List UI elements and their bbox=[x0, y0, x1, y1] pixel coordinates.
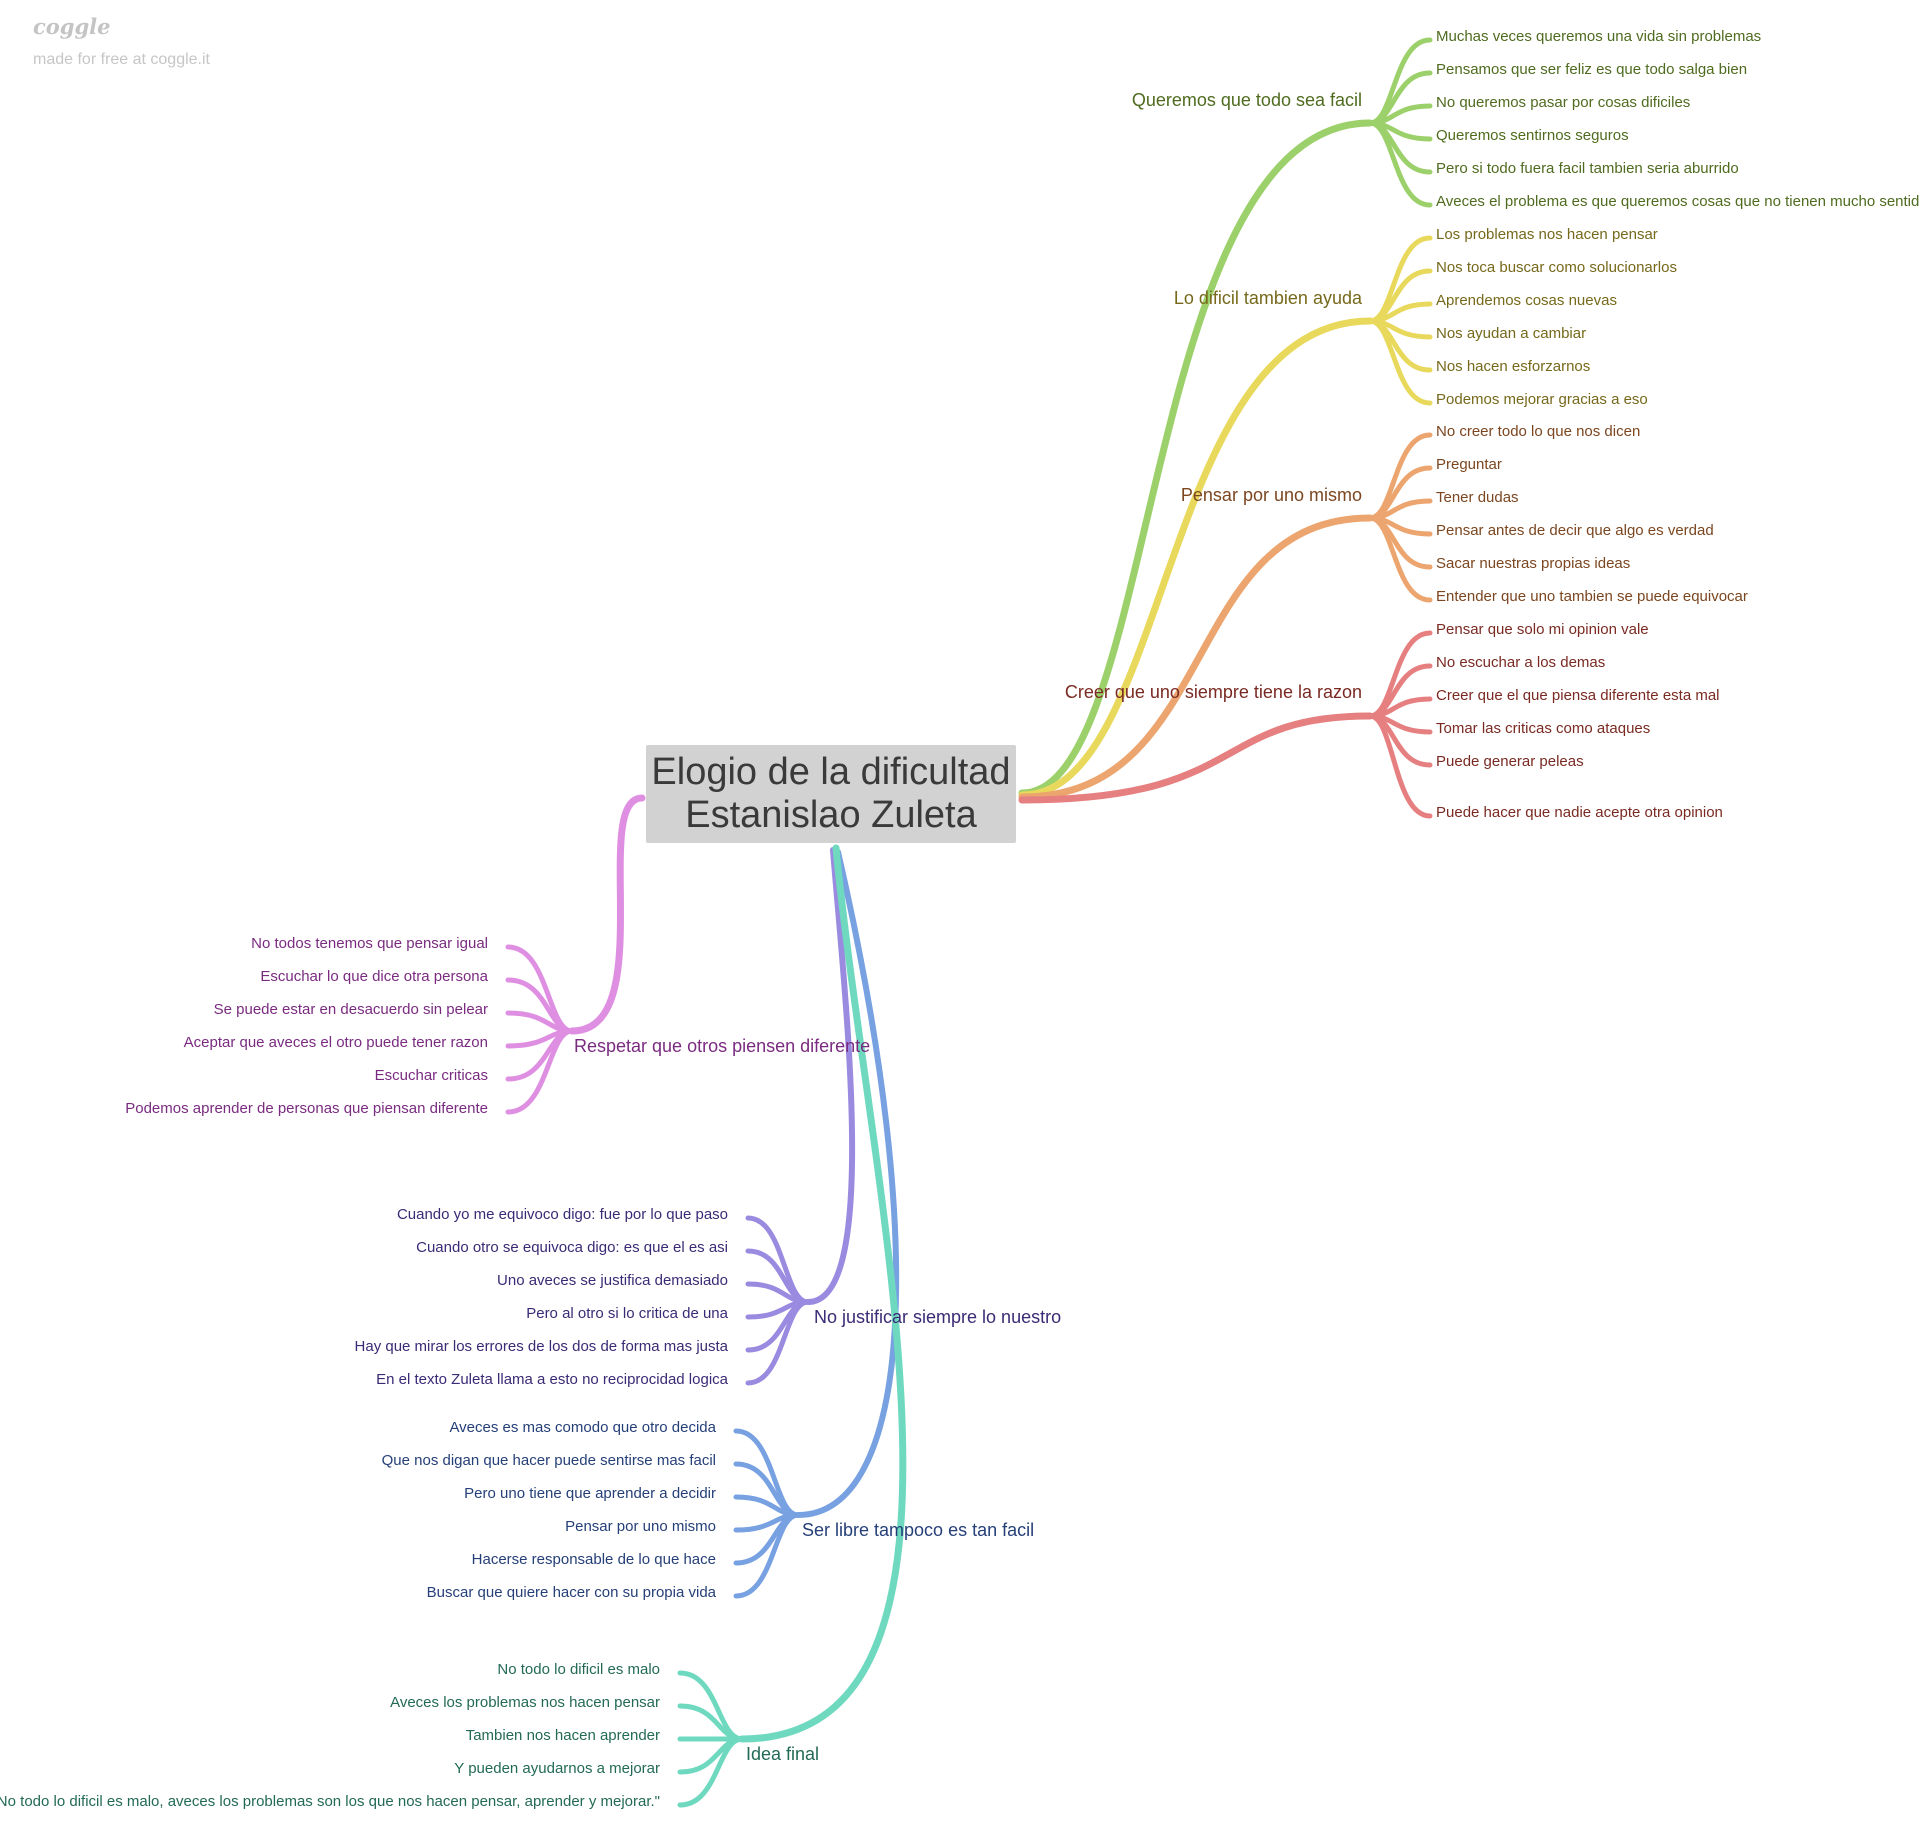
root-node[interactable]: Elogio de la dificultad Estanislao Zulet… bbox=[646, 745, 1016, 843]
leaf-connector-2-6 bbox=[1367, 318, 1433, 406]
leaf-node[interactable]: Tomar las criticas como ataques bbox=[1436, 720, 1651, 737]
branch-node[interactable]: Pensar por uno mismo bbox=[1180, 485, 1362, 505]
coggle-tagline[interactable]: made for free at coggle.it bbox=[33, 51, 210, 68]
leaf-node[interactable]: Puede hacer que nadie acepte otra opinio… bbox=[1436, 804, 1723, 821]
leaf-node[interactable]: No todo lo dificil es malo bbox=[497, 1661, 660, 1678]
leaf-node[interactable]: Nos ayudan a cambiar bbox=[1436, 325, 1587, 342]
leaf-node[interactable]: Queremos sentirnos seguros bbox=[1436, 127, 1629, 144]
leaf-node[interactable]: Preguntar bbox=[1436, 456, 1502, 473]
leaf-node[interactable]: No creer todo lo que nos dicen bbox=[1436, 423, 1641, 440]
leaf-node[interactable]: Se puede estar en desacuerdo sin pelear bbox=[213, 1001, 488, 1018]
leaf-node[interactable]: Que nos digan que hacer puede sentirse m… bbox=[381, 1452, 716, 1469]
branch-connector-3 bbox=[1018, 514, 1374, 801]
root-title-line-1: Elogio de la dificultad bbox=[651, 751, 1011, 793]
leaf-node[interactable]: Pero uno tiene que aprender a decidir bbox=[464, 1485, 716, 1502]
leaf-connector-6-3 bbox=[745, 1281, 811, 1305]
leaf-node[interactable]: Aprendemos cosas nuevas bbox=[1436, 292, 1617, 309]
branch-connector-4 bbox=[1018, 712, 1374, 804]
leaf-node[interactable]: Sacar nuestras propias ideas bbox=[1436, 555, 1631, 572]
leaf-node[interactable]: Pensar por uno mismo bbox=[565, 1518, 716, 1535]
branch-node[interactable]: Respetar que otros piensen diferente bbox=[574, 1036, 871, 1056]
leaf-connector-7-6 bbox=[733, 1512, 801, 1599]
leaf-node[interactable]: No escuchar a los demas bbox=[1436, 654, 1606, 671]
leaf-node[interactable]: Puede generar peleas bbox=[1436, 753, 1584, 770]
leaf-node[interactable]: Nos hacen esforzarnos bbox=[1436, 358, 1591, 375]
leaf-node[interactable]: Cuando otro se equivoca digo: es que el … bbox=[416, 1239, 728, 1256]
leaf-node[interactable]: Podemos aprender de personas que piensan… bbox=[125, 1100, 488, 1117]
branch-node[interactable]: Ser libre tampoco es tan facil bbox=[802, 1520, 1035, 1540]
leaf-node[interactable]: Pensamos que ser feliz es que todo salga… bbox=[1436, 61, 1748, 78]
leaf-node[interactable]: Escuchar criticas bbox=[374, 1067, 488, 1084]
branch-node[interactable]: Idea final bbox=[746, 1744, 820, 1764]
leaf-connector-3-6 bbox=[1367, 515, 1433, 603]
branch-node[interactable]: Creer que uno siempre tiene la razon bbox=[1064, 682, 1362, 702]
leaf-node[interactable]: Hay que mirar los errores de los dos de … bbox=[354, 1338, 728, 1355]
leaf-node[interactable]: Nos toca buscar como solucionarlos bbox=[1436, 259, 1677, 276]
branch-node[interactable]: Queremos que todo sea facil bbox=[1131, 90, 1362, 110]
branch-connector-8 bbox=[738, 844, 907, 1743]
leaf-node[interactable]: Aceptar que aveces el otro puede tener r… bbox=[183, 1034, 488, 1051]
leaf-node[interactable]: Muchas veces queremos una vida sin probl… bbox=[1436, 28, 1762, 45]
leaf-node[interactable]: Escuchar lo que dice otra persona bbox=[260, 968, 488, 985]
leaf-node[interactable]: Pero si todo fuera facil tambien seria a… bbox=[1436, 160, 1739, 177]
leaf-node[interactable]: Aveces los problemas nos hacen pensar bbox=[390, 1694, 660, 1711]
leaf-node[interactable]: Entender que uno tambien se puede equivo… bbox=[1436, 588, 1748, 605]
leaf-connector-6-6 bbox=[745, 1299, 811, 1386]
leaf-connector-1-6 bbox=[1367, 120, 1433, 208]
leaf-node[interactable]: Aveces el problema es que queremos cosas… bbox=[1436, 193, 1920, 210]
leaf-node[interactable]: Pensar antes de decir que algo es verdad bbox=[1436, 522, 1714, 539]
leaf-node[interactable]: Aveces es mas comodo que otro decida bbox=[449, 1419, 716, 1436]
branch-connector-2 bbox=[1018, 317, 1374, 799]
leaf-node[interactable]: Creer que el que piensa diferente esta m… bbox=[1436, 687, 1720, 704]
leaf-node[interactable]: Podemos mejorar gracias a eso bbox=[1436, 391, 1648, 408]
leaf-node[interactable]: En el texto Zuleta llama a esto no recip… bbox=[376, 1371, 728, 1388]
branch-connector-5 bbox=[568, 794, 646, 1035]
coggle-logo[interactable]: coggle bbox=[33, 14, 111, 39]
branch-connector-6 bbox=[805, 847, 856, 1305]
leaf-node[interactable]: Los problemas nos hacen pensar bbox=[1436, 226, 1658, 243]
leaf-node[interactable]: Hacerse responsable de lo que hace bbox=[471, 1551, 716, 1568]
leaf-node[interactable]: No queremos pasar por cosas dificiles bbox=[1436, 94, 1691, 111]
branch-connector-1 bbox=[1018, 119, 1374, 797]
branch-node[interactable]: Lo dificil tambien ayuda bbox=[1173, 288, 1362, 308]
leaf-node[interactable]: No todos tenemos que pensar igual bbox=[251, 935, 488, 952]
leaf-node[interactable]: Tambien nos hacen aprender bbox=[465, 1727, 660, 1744]
leaf-node[interactable]: Cuando yo me equivoco digo: fue por lo q… bbox=[396, 1206, 728, 1223]
leaf-node[interactable]: "No todo lo dificil es malo, aveces los … bbox=[0, 1793, 660, 1810]
leaf-node[interactable]: Tener dudas bbox=[1436, 489, 1519, 506]
leaf-connector-5-6 bbox=[505, 1028, 575, 1115]
root-title-line-2: Estanislao Zuleta bbox=[685, 794, 977, 836]
leaf-node[interactable]: Pero al otro si lo critica de una bbox=[526, 1305, 728, 1322]
leaf-node[interactable]: Y pueden ayudarnos a mejorar bbox=[454, 1760, 660, 1777]
branch-node[interactable]: No justificar siempre lo nuestro bbox=[814, 1307, 1062, 1327]
leaf-node[interactable]: Uno aveces se justifica demasiado bbox=[497, 1272, 728, 1289]
leaf-connector-8-5 bbox=[677, 1736, 745, 1808]
leaf-connector-4-6 bbox=[1367, 713, 1433, 819]
leaf-node[interactable]: Pensar que solo mi opinion vale bbox=[1436, 621, 1649, 638]
leaf-node[interactable]: Buscar que quiere hacer con su propia vi… bbox=[426, 1584, 716, 1601]
